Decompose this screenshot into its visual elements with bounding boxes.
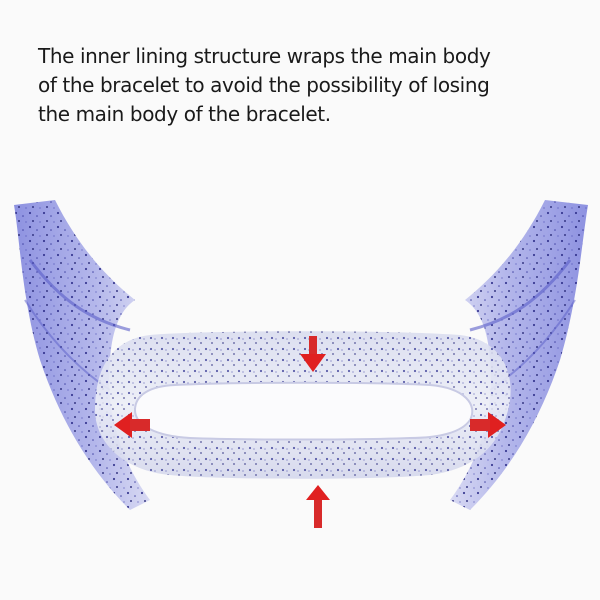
caption-text: The inner lining structure wraps the mai… [38, 42, 578, 129]
caption-line-3: the main body of the bracelet. [38, 102, 331, 126]
caption-line-1: The inner lining structure wraps the mai… [38, 44, 491, 68]
arrow-right-icon [470, 412, 506, 438]
arrow-bottom-icon [306, 485, 330, 528]
arrow-top-icon [300, 336, 326, 372]
caption-line-2: of the bracelet to avoid the possibility… [38, 73, 490, 97]
inner-lining [95, 331, 511, 479]
arrow-left-icon [114, 412, 150, 438]
